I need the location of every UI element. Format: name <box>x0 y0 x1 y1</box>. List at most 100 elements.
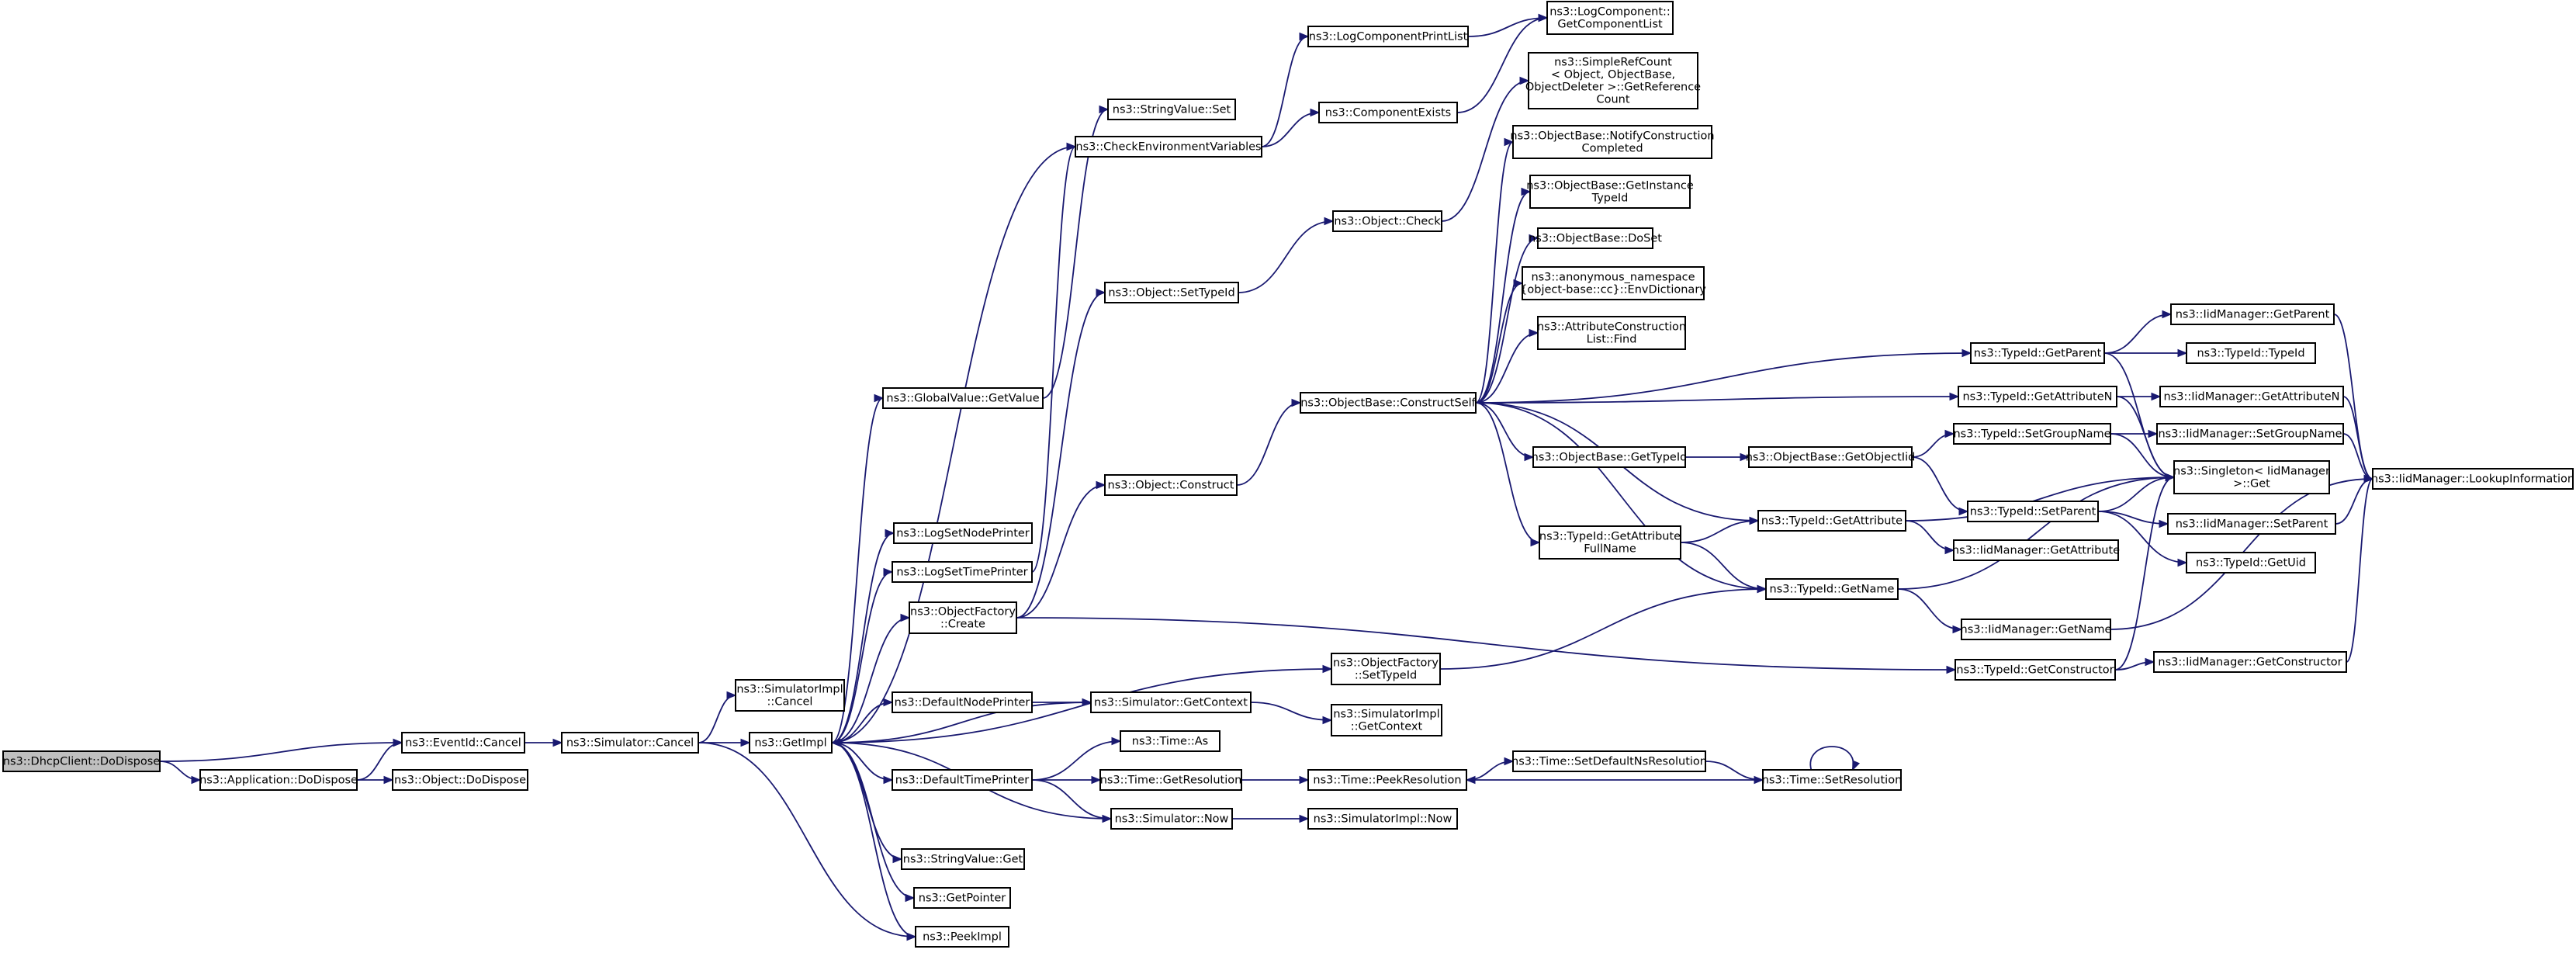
call-edge <box>831 742 916 903</box>
function-node-singleton-get[interactable]: ns3::Singleton< IidManager>::Get <box>2173 460 2330 494</box>
function-node-time-setdefaultns[interactable]: ns3::Time::SetDefaultNsResolution <box>1511 750 1707 772</box>
function-node-iidm-setgroupname[interactable]: ns3::IidManager::SetGroupName <box>2156 423 2344 445</box>
edge-arrowhead <box>2165 473 2176 482</box>
function-node-getimpl[interactable]: ns3::GetImpl <box>749 732 833 754</box>
function-node-objbase-doset[interactable]: ns3::ObjectBase::DoSet <box>1529 227 1662 249</box>
function-node-logsettime[interactable]: ns3::LogSetTimePrinter <box>892 561 1033 583</box>
function-node-iidm-getattribute[interactable]: ns3::IidManager::GetAttribute <box>1952 539 2120 561</box>
edge-arrowhead <box>2151 392 2162 401</box>
function-node-objbase-getobjtid[interactable]: ns3::ObjectBase::GetObjectIid <box>1746 446 1916 468</box>
function-node-typeid-setgroupname[interactable]: ns3::TypeId::SetGroupName <box>1953 423 2111 445</box>
edge-line <box>2342 396 2373 480</box>
function-node-obj-construct[interactable]: ns3::Object::Construct <box>1104 474 1238 496</box>
function-node-defnodeprinter[interactable]: ns3::DefaultNodePrinter <box>892 691 1033 713</box>
function-node-compexists[interactable]: ns3::ComponentExists <box>1318 102 1458 123</box>
function-node-eventid-cancel[interactable]: ns3::EventId::Cancel <box>401 732 525 754</box>
function-node-sv-get[interactable]: ns3::StringValue::Get <box>901 848 1025 870</box>
call-edge <box>356 738 403 781</box>
edge-arrowhead <box>1530 538 1541 547</box>
function-node-typeid-setparent[interactable]: ns3::TypeId::SetParent <box>1967 501 2099 522</box>
call-edge <box>1016 288 1106 619</box>
function-node-gv-getvalue[interactable]: ns3::GlobalValue::GetValue <box>882 387 1044 409</box>
edge-arrowhead <box>1952 625 1963 634</box>
function-node-obj-dodispose[interactable]: ns3::Object::DoDispose <box>392 769 528 791</box>
function-node-typeid-getattribute[interactable]: ns3::TypeId::GetAttribute <box>1757 510 1906 532</box>
function-node-objbase-notify[interactable]: ns3::ObjectBase::NotifyConstructionCompl… <box>1510 125 1715 159</box>
function-node-objfact-settypeid[interactable]: ns3::ObjectFactory::SetTypeId <box>1331 653 1441 685</box>
function-node-simplerefcount[interactable]: ns3::SimpleRefCount< Object, ObjectBase,… <box>1525 52 1701 109</box>
function-node-iidm-setparent[interactable]: ns3::IidManager::SetParent <box>2167 513 2336 535</box>
edge-line <box>2114 476 2175 671</box>
function-node-typeid-getconstructor[interactable]: ns3::TypeId::GetConstructor <box>1955 659 2116 681</box>
edge-line <box>1016 617 1956 671</box>
node-label-line: ns3::TypeId::GetAttribute <box>1539 531 1681 543</box>
edge-line <box>2110 433 2175 478</box>
function-node-typeid-getuid[interactable]: ns3::TypeId::GetUid <box>2186 552 2316 574</box>
function-node-time-setres[interactable]: ns3::Time::SetResolution <box>1762 769 1903 791</box>
function-node-anon-envdict[interactable]: ns3::anonymous_namespace{object-base::cc… <box>1520 266 1706 300</box>
call-edge <box>1897 473 2176 590</box>
function-node-typeid-typeid[interactable]: ns3::TypeId::TypeId <box>2186 342 2316 364</box>
function-node-iidm-getconstructor[interactable]: ns3::IidManager::GetConstructor <box>2153 651 2347 673</box>
node-label-line: ns3::ObjectBase::DoSet <box>1529 233 1662 245</box>
call-edge <box>831 742 894 785</box>
call-edge <box>1911 429 1955 458</box>
function-node-typeid-getattrn[interactable]: ns3::TypeId::GetAttributeN <box>1958 386 2117 407</box>
function-node-checkenv[interactable]: ns3::CheckEnvironmentVariables <box>1075 136 1262 158</box>
node-label-line: ns3::ObjectBase::GetInstance <box>1526 180 1694 192</box>
function-node-obj-settypeid[interactable]: ns3::Object::SetTypeId <box>1104 282 1239 303</box>
function-node-simimpl-now[interactable]: ns3::SimulatorImpl::Now <box>1307 808 1458 830</box>
function-node-getpointer[interactable]: ns3::GetPointer <box>913 887 1011 909</box>
function-node-app-dodispose[interactable]: ns3::Application::DoDispose <box>199 769 358 791</box>
function-node-objbase-gettypeid[interactable]: ns3::ObjectBase::GetTypeId <box>1532 446 1688 468</box>
edge-arrowhead <box>874 393 885 403</box>
edge-line <box>831 742 916 937</box>
function-node-logcomp-getlist[interactable]: ns3::LogComponent::GetComponentList <box>1546 1 1674 35</box>
edge-arrowhead <box>1524 452 1535 462</box>
function-node-sim-getcontext[interactable]: ns3::Simulator::GetContext <box>1090 691 1252 713</box>
node-box <box>2 750 161 772</box>
node-label-line: ns3::SimpleRefCount <box>1554 57 1672 69</box>
function-node-peekimpl[interactable]: ns3::PeekImpl <box>915 926 1009 948</box>
node-label-line: GetComponentList <box>1557 19 1663 31</box>
node-box <box>1967 501 2099 522</box>
call-edge <box>1905 520 1955 555</box>
node-label-line: ns3::Singleton< IidManager <box>2173 466 2330 478</box>
function-node-sim-now[interactable]: ns3::Simulator::Now <box>1110 808 1233 830</box>
function-node-simimpl-cancel[interactable]: ns3::SimulatorImpl::Cancel <box>735 679 845 712</box>
function-node-typeid-getparent[interactable]: ns3::TypeId::GetParent <box>1970 342 2105 364</box>
node-label-line: ns3::ObjectFactory <box>910 606 1016 619</box>
function-node-time-peekres[interactable]: ns3::Time::PeekResolution <box>1307 769 1467 791</box>
function-node-sv-set[interactable]: ns3::StringValue::Set <box>1107 99 1236 120</box>
node-label-line: ns3::TypeId::GetAttribute <box>1761 515 1903 528</box>
function-node-objbase-constructself[interactable]: ns3::ObjectBase::ConstructSelf <box>1300 392 1477 414</box>
function-node-iidm-lookup[interactable]: ns3::IidManager::LookupInformation <box>2371 468 2574 490</box>
function-node-deftimeprinter[interactable]: ns3::DefaultTimePrinter <box>892 769 1033 791</box>
edge-arrowhead <box>1299 32 1310 41</box>
node-label-line: ns3::IidManager::GetAttributeN <box>2163 391 2339 404</box>
node-box <box>2186 552 2316 574</box>
function-node-iidm-getname[interactable]: ns3::IidManager::GetName <box>1961 619 2112 640</box>
edge-arrowhead <box>1299 775 1310 785</box>
function-node-time-getres[interactable]: ns3::Time::GetResolution <box>1099 769 1242 791</box>
call-edge <box>1016 480 1106 619</box>
function-node-iidm-getattrn[interactable]: ns3::IidManager::GetAttributeN <box>2159 386 2344 407</box>
function-node-sim-cancel[interactable]: ns3::Simulator::Cancel <box>561 732 699 754</box>
function-node-time-as[interactable]: ns3::Time::As <box>1120 730 1220 752</box>
call-edge <box>1241 775 1310 785</box>
node-box <box>1099 769 1242 791</box>
function-node-typeid-getname[interactable]: ns3::TypeId::GetName <box>1765 578 1899 600</box>
function-node-logsetnode[interactable]: ns3::LogSetNodePrinter <box>893 522 1033 544</box>
node-label-line: ns3::ComponentExists <box>1325 107 1452 120</box>
edge-line <box>1439 588 1767 670</box>
function-node-objfact-create[interactable]: ns3::ObjectFactory::Create <box>909 601 1017 634</box>
function-node-dhcp-dodispose[interactable]: ns3::DhcpClient::DoDispose <box>2 750 161 772</box>
node-box <box>1090 691 1252 713</box>
function-node-simimpl-getcontext[interactable]: ns3::SimulatorImpl::GetContext <box>1331 704 1442 736</box>
function-node-iidm-getparent[interactable]: ns3::IidManager::GetParent <box>2170 303 2335 325</box>
function-node-logcompprint[interactable]: ns3::LogComponentPrintList <box>1307 26 1469 47</box>
function-node-obj-check[interactable]: ns3::Object::Check <box>1332 210 1442 232</box>
